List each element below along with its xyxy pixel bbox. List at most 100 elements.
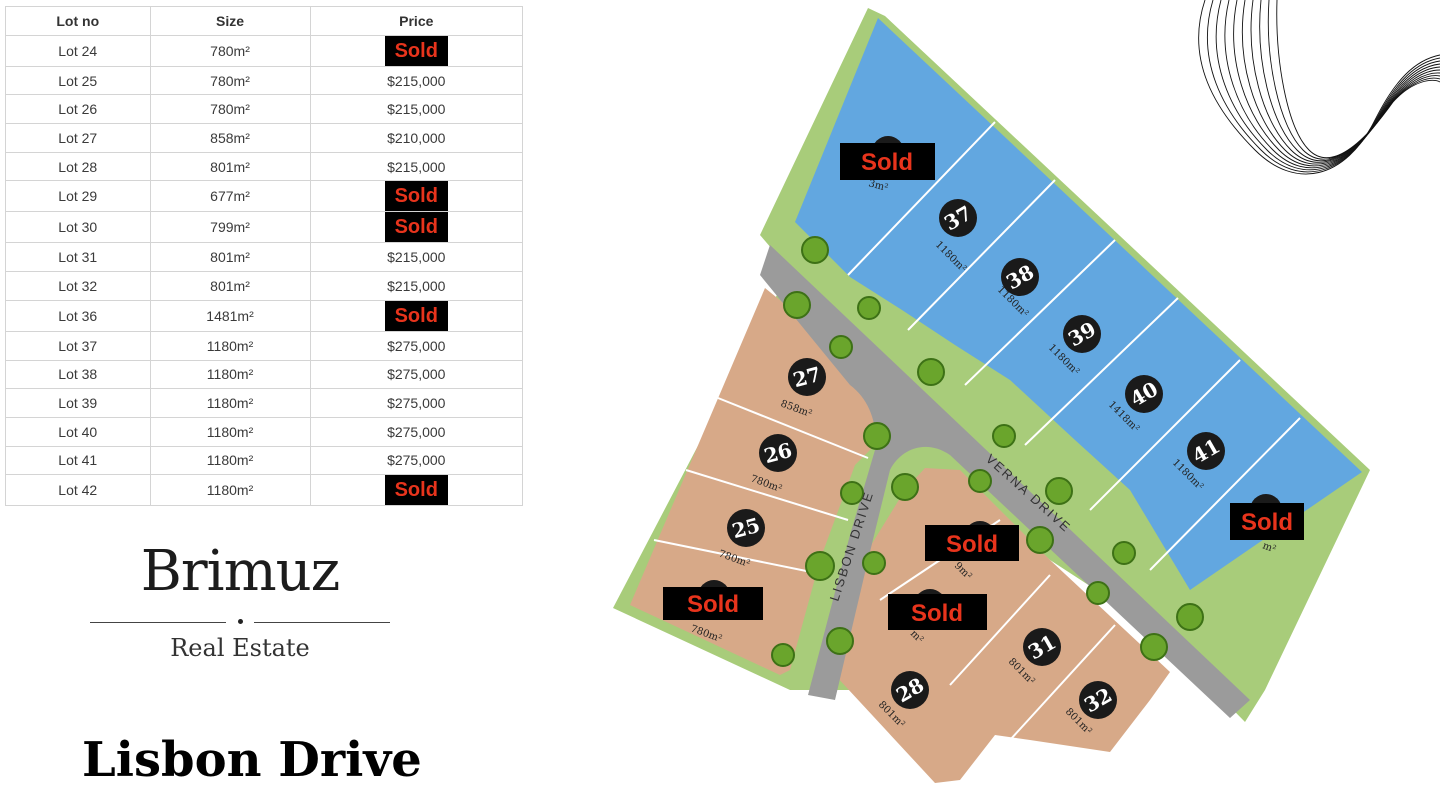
sold-overlay: Sold (1230, 503, 1304, 540)
lot-size-cell: 1180m² (149, 416, 311, 447)
lot-number-cell: Lot 32 (5, 271, 151, 301)
sold-label: Sold (384, 300, 448, 331)
lot-size-cell: 801m² (149, 151, 311, 182)
lot-size-cell: 1180m² (149, 474, 311, 507)
lot-number-cell: Lot 29 (5, 180, 151, 213)
lot-price-cell: $215,000 (309, 94, 524, 125)
sold-label: Sold (384, 475, 448, 506)
lot-price-cell: $215,000 (309, 271, 524, 301)
sold-label: Sold (384, 35, 448, 66)
lot-price-cell: $275,000 (309, 388, 524, 418)
lot-size-cell: 801m² (149, 242, 311, 273)
lot-number-cell: Lot 25 (5, 65, 151, 96)
lot-size-cell: 780m² (149, 94, 311, 125)
lot-number-cell: Lot 36 (5, 299, 151, 332)
sold-overlay: Sold (840, 143, 935, 180)
sold-label: Sold (1241, 509, 1293, 536)
lot-price-cell: $275,000 (309, 359, 524, 390)
sold-label: Sold (384, 181, 448, 212)
road-network (760, 245, 1250, 718)
lot-price-cell: $275,000 (309, 330, 524, 361)
sold-label: Sold (911, 600, 963, 627)
divider-line-left (90, 622, 226, 623)
lot-size-cell: 780m² (149, 34, 311, 67)
lot-price-cell: Sold (309, 211, 524, 244)
lot-number-cell: Lot 38 (5, 359, 151, 390)
lot-marker-39: 39 1180m² (1046, 315, 1101, 378)
sold-label: Sold (861, 149, 913, 176)
lot-size-partial: m² (1261, 540, 1277, 555)
sold-label: Sold (384, 212, 448, 243)
lot-size-cell: 801m² (149, 271, 311, 301)
lot-size-cell: 1180m² (149, 445, 311, 476)
site-plan-map: VERNA DRIVE LISBON DRIVE 37 1180m² 38 11… (613, 8, 1370, 783)
lot-size-cell: 780m² (149, 65, 311, 96)
sold-label: Sold (687, 591, 739, 618)
lot-size-cell: 1180m² (149, 330, 311, 361)
decorative-wave-art (1198, 0, 1440, 175)
lot-price-cell: Sold (309, 474, 524, 507)
lot-price-cell: $210,000 (309, 123, 524, 153)
lot-number-cell: Lot 42 (5, 474, 151, 507)
brand-logo: Brimuz Real Estate (90, 540, 390, 662)
lot-size-cell: 1180m² (149, 359, 311, 390)
lot-price-cell: Sold (309, 299, 524, 332)
sold-overlay: Sold (888, 594, 987, 630)
street-title: Lisbon Drive (82, 732, 422, 788)
brand-tagline: Real Estate (170, 634, 310, 662)
header-price: Price (309, 6, 524, 36)
lot-size-cell: 799m² (149, 211, 311, 244)
lot-number-cell: Lot 40 (5, 416, 151, 447)
lot-number-cell: Lot 27 (5, 123, 151, 153)
table-header-row: Lot no Size Price (5, 6, 524, 36)
lot-number-cell: Lot 41 (5, 445, 151, 476)
brand-name: Brimuz (140, 539, 341, 604)
lot-marker-26: 26 780m² (749, 434, 797, 495)
lot-boundaries (653, 121, 1301, 741)
lot-number-cell: Lot 37 (5, 330, 151, 361)
street-trees (771, 236, 1204, 667)
header-lot-no: Lot no (5, 6, 151, 36)
lot-size-partial: 3m² (867, 178, 889, 194)
lot-price-cell: $215,000 (309, 65, 524, 96)
lot-number-cell: Lot 24 (5, 34, 151, 67)
lot-price-cell: $275,000 (309, 416, 524, 447)
lot-size-cell: 677m² (149, 180, 311, 213)
lot-number-cell: Lot 30 (5, 211, 151, 244)
lot-number-cell: Lot 28 (5, 151, 151, 182)
sold-label: Sold (946, 531, 998, 558)
brand-divider (90, 616, 390, 630)
header-size: Size (149, 6, 311, 36)
lot-price-cell: $215,000 (309, 242, 524, 273)
lot-price-cell: Sold (309, 180, 524, 213)
lot-price-cell: $215,000 (309, 151, 524, 182)
lot-number-cell: Lot 31 (5, 242, 151, 273)
divider-dot (238, 619, 243, 624)
lot-price-cell: $275,000 (309, 445, 524, 476)
lot-size-cell: 1180m² (149, 388, 311, 418)
divider-line-right (254, 622, 390, 623)
lot-number-cell: Lot 26 (5, 94, 151, 125)
sold-overlay: Sold (925, 525, 1019, 561)
sold-overlay: Sold (663, 587, 763, 620)
lot-size-cell: 1481m² (149, 299, 311, 332)
lot-number-cell: Lot 39 (5, 388, 151, 418)
lot-price-cell: Sold (309, 34, 524, 67)
